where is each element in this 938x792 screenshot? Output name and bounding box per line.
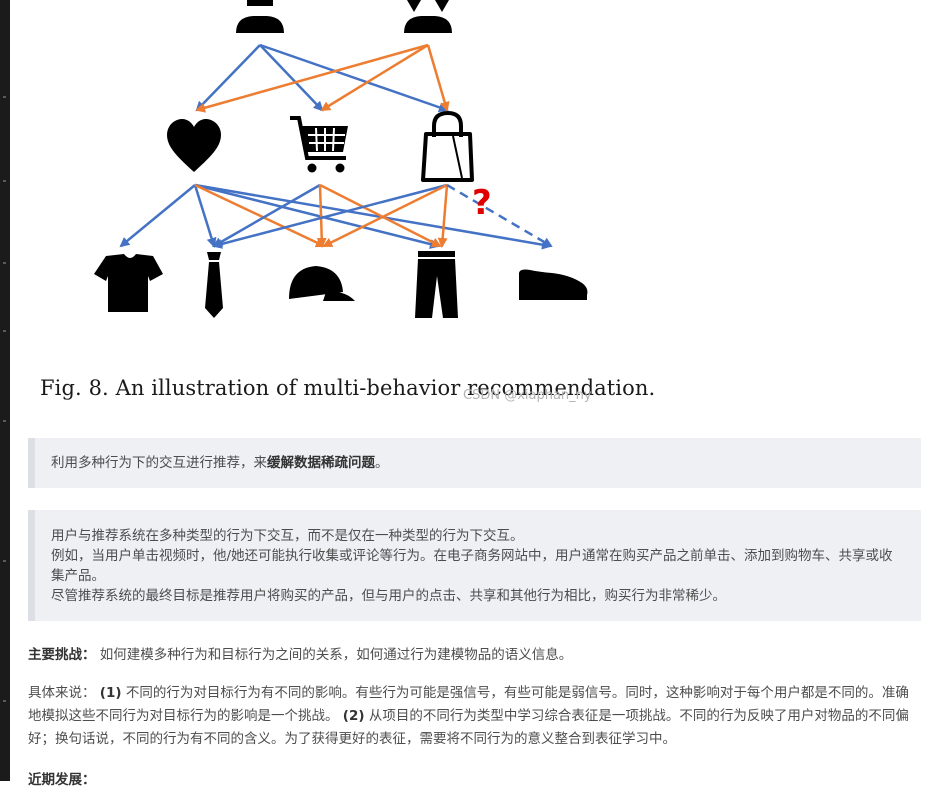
shoe-icon — [518, 269, 588, 300]
challenge-text: 如何建模多种行为和目标行为之间的关系，如何通过行为建模物品的语义信息。 — [95, 647, 573, 663]
shopping-cart-icon — [290, 116, 348, 173]
edge-blue — [259, 43, 449, 113]
figure-caption: Fig. 8. An illustration of multi-behavio… — [40, 376, 656, 400]
tie-icon — [205, 252, 223, 318]
edge-blue — [194, 183, 440, 249]
edge-orange — [426, 44, 450, 112]
edge-orange — [316, 184, 327, 248]
multi-behavior-diagram: ? — [94, 0, 588, 318]
cap-icon — [289, 266, 355, 301]
blockquote-summary: 利用多种行为下的交互进行推荐，来缓解数据稀疏问题。 — [28, 438, 921, 488]
blockquote-background: 用户与推荐系统在多种类型的行为下交互，而不是仅在一种类型的行为下交互。 例如，当… — [28, 510, 921, 621]
behavior-item-edges — [119, 183, 553, 250]
trousers-icon — [415, 251, 458, 318]
quote-line: 用户与推荐系统在多种类型的行为下交互，而不是仅在一种类型的行为下交互。 — [51, 528, 524, 544]
edge-blue — [193, 184, 217, 248]
watermark: CSDN @xiaphan_ny — [463, 388, 592, 403]
question-mark: ? — [472, 183, 492, 223]
edge-orange — [194, 183, 326, 248]
detail-marker-1: (1) — [99, 685, 122, 701]
edge-blue — [195, 44, 261, 112]
quote-line: 利用多种行为下的交互进行推荐，来缓解数据稀疏问题。 — [51, 453, 905, 473]
edge-orange — [319, 183, 442, 248]
quote-text: 利用多种行为下的交互进行推荐，来 — [51, 455, 267, 471]
challenge-label: 主要挑战： — [28, 647, 96, 663]
edge-blue — [212, 183, 448, 249]
user-female-icon — [404, 0, 452, 33]
quote-text: 。 — [375, 455, 389, 471]
detail-intro: 具体来说： — [28, 685, 96, 701]
detail-marker-2: (2) — [342, 708, 365, 724]
user-behavior-edges — [195, 43, 450, 113]
edge-blue — [119, 184, 196, 248]
shopping-bag-icon — [421, 110, 474, 182]
edge-blue — [194, 183, 552, 250]
left-edge-strip — [0, 0, 10, 781]
edge-dashed-predicted — [446, 183, 553, 248]
detail-text-1: 不同的行为对目标行为有不同的影响。有些行为可能是强信号，有些可能是弱信号。同时，… — [28, 685, 909, 724]
detail-text-2: 从项目的不同行为类型中学习综合表征是一项挑战。不同的行为反映了用户对物品的不同偏… — [28, 708, 909, 747]
heart-icon — [167, 119, 221, 172]
edge-orange — [437, 184, 449, 248]
edge-blue — [212, 183, 321, 248]
edge-orange — [322, 183, 448, 248]
quote-line: 尽管推荐系统的最终目标是推荐用户将购买的产品，但与用户的点击、共享和其他行为相比… — [51, 588, 726, 604]
user-male-icon — [236, 0, 284, 33]
quote-bold-text: 缓解数据稀疏问题 — [267, 455, 375, 471]
tshirt-icon — [94, 254, 163, 312]
edge-blue — [259, 44, 324, 112]
edge-orange — [320, 43, 429, 112]
challenge-paragraph: 主要挑战： 如何建模多种行为和目标行为之间的关系，如何通过行为建模物品的语义信息… — [28, 644, 921, 667]
edge-orange — [195, 43, 429, 113]
quote-line: 例如，当用户单击视频时，他/她还可能执行收集或评论等行为。在电子商务网站中，用户… — [51, 548, 893, 584]
detail-paragraph: 具体来说： (1) 不同的行为对目标行为有不同的影响。有些行为可能是强信号，有些… — [28, 682, 921, 751]
